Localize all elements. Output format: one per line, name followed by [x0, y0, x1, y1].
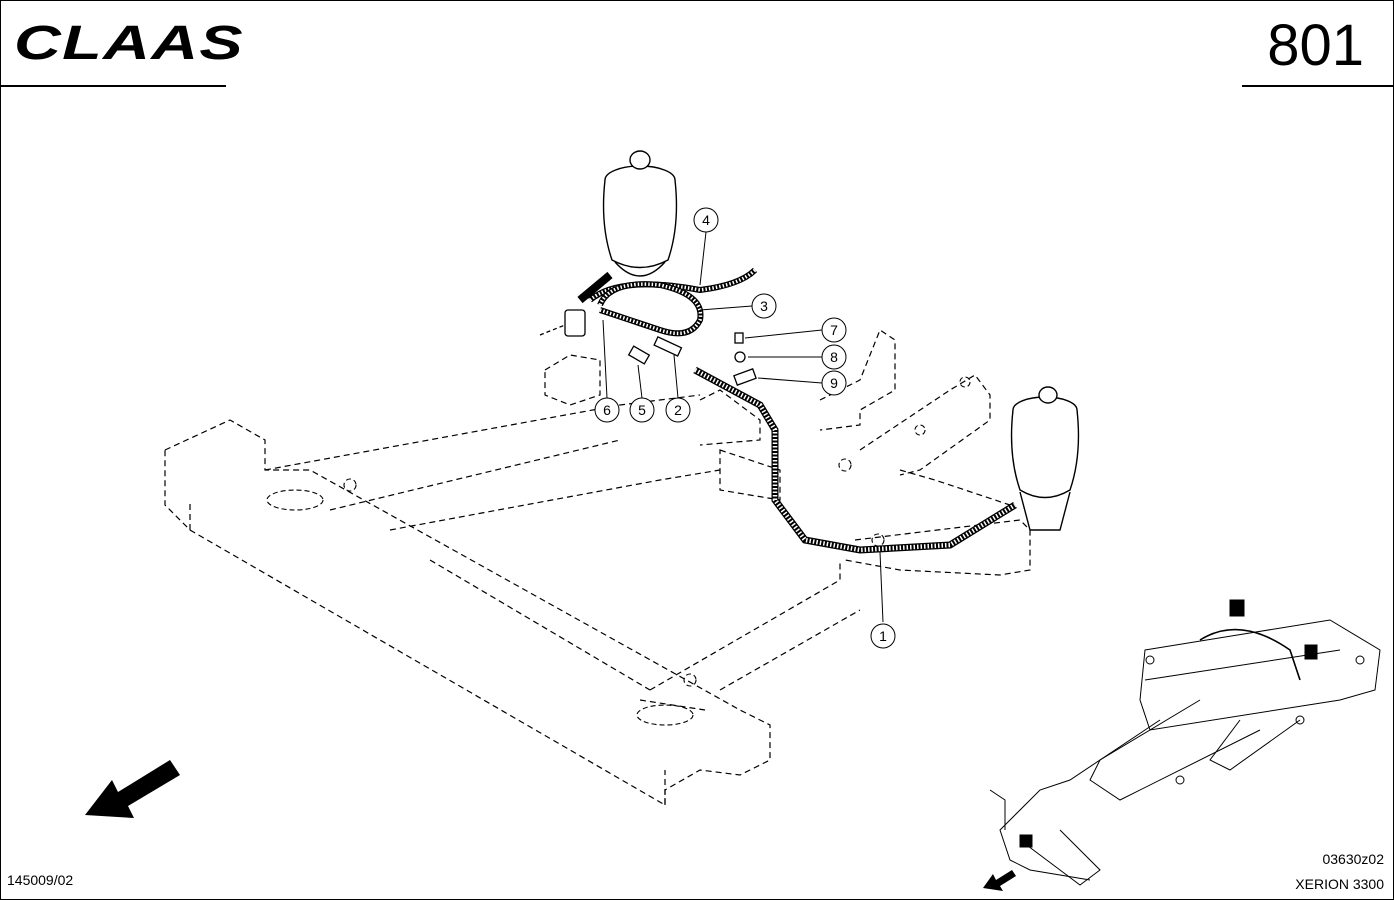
svg-text:7: 7 — [830, 322, 838, 338]
drawing-id: 145009/02 — [7, 872, 74, 888]
callout-3: 3 — [751, 293, 777, 319]
callout-6: 6 — [594, 397, 620, 423]
direction-arrow-icon — [85, 760, 180, 818]
page-number: 801 — [1267, 13, 1364, 78]
svg-text:3: 3 — [760, 298, 768, 314]
model-name: XERION 3300 — [1295, 876, 1384, 892]
thumbnail-direction-arrow-icon — [983, 870, 1016, 891]
reference-code: 03630z02 — [1322, 851, 1384, 867]
air-hoses — [577, 267, 1017, 554]
callout-2: 2 — [665, 397, 691, 423]
leader-lines — [602, 231, 884, 623]
svg-text:4: 4 — [702, 212, 710, 228]
page-number-underline — [1242, 85, 1394, 87]
air-spring-right — [1010, 386, 1080, 531]
svg-text:9: 9 — [830, 375, 838, 391]
level-valve — [539, 309, 757, 386]
claas-logo: CLAAS — [14, 17, 244, 70]
callout-8: 8 — [821, 344, 847, 370]
callout-9: 9 — [821, 370, 847, 396]
svg-text:2: 2 — [674, 402, 682, 418]
logo-underline — [0, 85, 226, 87]
svg-text:8: 8 — [830, 349, 838, 365]
callout-1: 1 — [870, 623, 896, 649]
callout-7: 7 — [821, 317, 847, 343]
svg-text:5: 5 — [638, 402, 646, 418]
svg-text:6: 6 — [603, 402, 611, 418]
axle-frame-outline — [164, 329, 1031, 807]
callout-5: 5 — [629, 397, 655, 423]
air-spring-left — [602, 150, 678, 277]
overview-thumbnail — [989, 599, 1381, 886]
callout-4: 4 — [693, 207, 719, 233]
svg-text:1: 1 — [879, 628, 887, 644]
